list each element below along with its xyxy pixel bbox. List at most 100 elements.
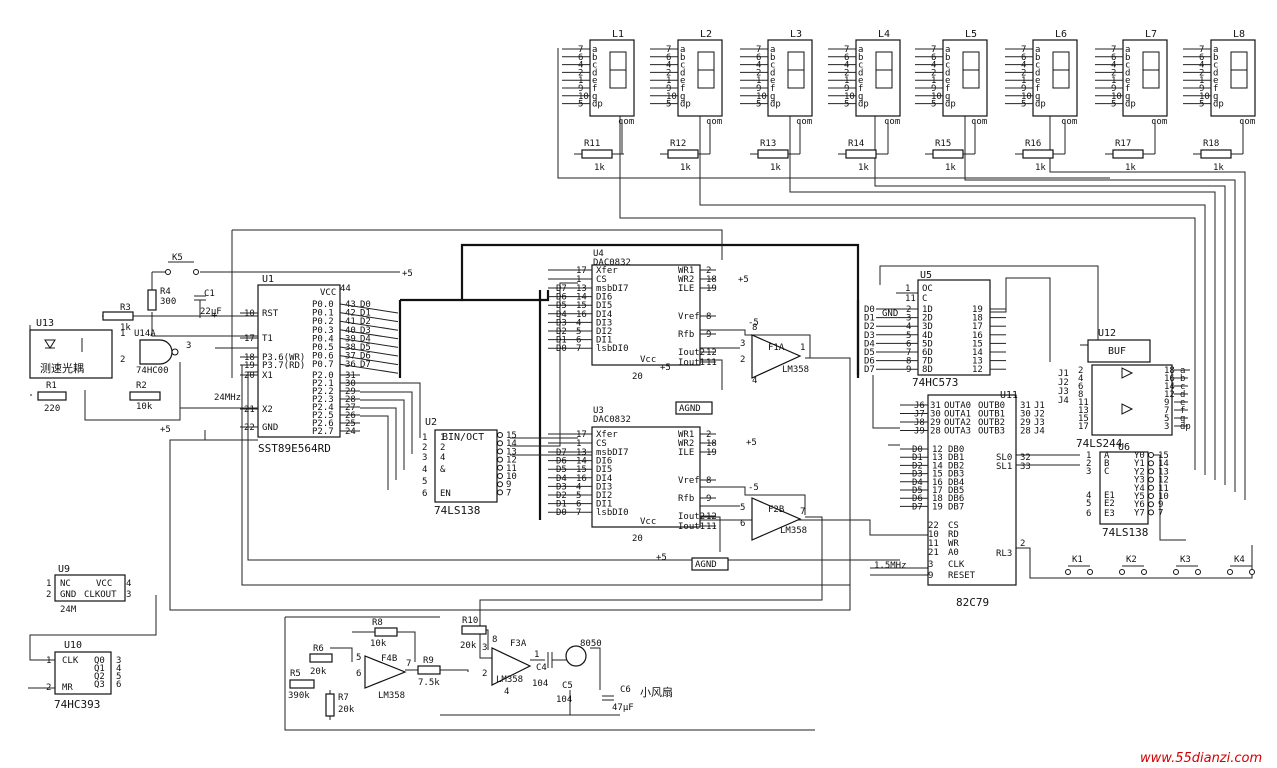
u12-part: 74LS244 — [1076, 437, 1123, 450]
f3a-pin2: 2 — [482, 669, 487, 679]
u12-in-pin: 17 — [1078, 422, 1089, 432]
u12-in-pin: 11 — [1078, 398, 1089, 408]
u1-vcc: VCC — [320, 288, 336, 298]
u1-p2-pin: 25 — [345, 419, 356, 429]
segment-pin-name: c — [1035, 61, 1040, 71]
dac-pin-name: Iout2 — [678, 348, 705, 358]
u6-in-name: E1 — [1104, 491, 1115, 501]
u1-p0-pin: 39 — [345, 334, 356, 344]
u11-ctrl-name: CS — [948, 521, 959, 531]
u5-out-pin: 19 — [972, 305, 983, 315]
u6-out-pin: 11 — [1158, 484, 1169, 494]
segment-pin-number: 7 — [1021, 45, 1026, 55]
u2-out-pin: 13 — [506, 447, 517, 457]
u11-db-name: DB3 — [948, 470, 964, 480]
u1-p0-name: P0.3 — [312, 326, 334, 336]
f3a-ref: F3A — [510, 639, 527, 649]
segment-pin-name: dp — [1213, 100, 1224, 110]
fan-label: 小风扇 — [640, 685, 673, 699]
dac-pin-number: 4 — [576, 318, 581, 328]
fan-driver: R8 10k R6 20k R5 390k R7 20k F4B LM358 5… — [288, 616, 673, 717]
segment-pin-name: g — [680, 92, 685, 102]
u1-p0-pin: 41 — [345, 317, 356, 327]
resistor-value: 1k — [1125, 163, 1136, 173]
u11-j-right: J2 — [1034, 410, 1045, 420]
jumper-label: J1 — [1058, 369, 1069, 379]
u10-part: 74HC393 — [54, 698, 100, 711]
u11-j-right: J3 — [1034, 418, 1045, 428]
u1-p2-name: P2.7 — [312, 427, 334, 437]
u1-p2-name: P2.5 — [312, 411, 334, 421]
u1-p0-name: P0.6 — [312, 352, 334, 362]
segment-pin-number: 1 — [666, 76, 671, 86]
display-common: com — [1061, 117, 1077, 127]
u1-p2-pin: 30 — [345, 379, 356, 389]
u2-out-pin: 11 — [506, 464, 517, 474]
u11-out-name: OUTA3 — [944, 427, 971, 437]
u6-in-pin: 5 — [1086, 499, 1091, 509]
dac-pin-number: 15 — [576, 465, 587, 475]
u1-vcc-pin: 44 — [340, 284, 351, 294]
u5-in-net: D5 — [864, 348, 875, 358]
dac-pin-name: DI4 — [596, 310, 612, 320]
dac-pin-name: WR2 — [678, 275, 694, 285]
k5-label: K5 — [172, 253, 183, 263]
u1-pin-name: X2 — [262, 405, 273, 415]
u11-clk-freq: 1.5MHz — [874, 561, 907, 571]
dac-pin-number: 4 — [576, 482, 581, 492]
u12-out-pin: 5 — [1164, 414, 1169, 424]
u1-pin-name: RST — [262, 309, 279, 319]
u1-p2-pin: 27 — [345, 403, 356, 413]
u10-out-pin: 3 — [116, 656, 121, 666]
c4-value: 104 — [532, 679, 548, 689]
u1-p2-name: P2.3 — [312, 395, 334, 405]
f1a-pin8: 8 — [752, 323, 757, 333]
dac-pin-name: WR1 — [678, 266, 694, 276]
dac-pin-name: ILE — [678, 284, 694, 294]
jumper-label: J3 — [1058, 387, 1069, 397]
reset-circuit: K5 R4 300 C1 22μF + +5 +5 — [147, 253, 413, 435]
u5-in-pin: 4 — [906, 322, 911, 332]
u2-in-pin: 6 — [422, 489, 427, 499]
resistor-ref: R11 — [584, 139, 600, 149]
dac-pin-name: Rfb — [678, 330, 694, 340]
dac-pin-name: DI6 — [596, 457, 612, 467]
u12-out-name: c — [1180, 382, 1185, 392]
segment-pin-name: c — [680, 61, 685, 71]
u12-out-pin: 18 — [1164, 366, 1175, 376]
r8-ref: R8 — [372, 618, 383, 628]
segment-pin-number: 4 — [844, 61, 849, 71]
f4b-ref: F4B — [381, 654, 397, 664]
segment-pin-name: g — [1035, 92, 1040, 102]
dac-opamps: F1A LM358 3 2 1 4 8 -5 +5 F2B LM358 5 6 … — [738, 275, 809, 541]
segment-pin-number: 9 — [1021, 84, 1026, 94]
f3a-pin4: 4 — [504, 687, 509, 697]
u6-out-name: Y0 — [1134, 451, 1145, 461]
u12-out-pin: 3 — [1164, 422, 1169, 432]
segment-pin-name: b — [945, 53, 950, 63]
plus5-dac: +5 — [738, 275, 749, 285]
f1a-pin1: 1 — [800, 343, 805, 353]
f2b-part: LM358 — [780, 526, 807, 536]
u1-p2-pin: 24 — [345, 427, 356, 437]
u5-in-name: 1D — [922, 305, 933, 315]
key-k2: K2 — [1119, 555, 1147, 575]
display-ref: L7 — [1145, 29, 1157, 40]
u11-ctrl-pin: 22 — [928, 521, 939, 531]
segment-pin-name: dp — [945, 100, 956, 110]
u6-in-name: C — [1104, 467, 1109, 477]
u1-p0-net: D2 — [360, 317, 371, 327]
segment-pin-name: g — [770, 92, 775, 102]
segment-pin-number: 6 — [1199, 53, 1204, 63]
segment-pin-number: 2 — [844, 68, 849, 78]
u5-gnd: GND — [882, 309, 898, 319]
plus5-dac2: +5 — [746, 438, 757, 448]
segment-pin-name: dp — [770, 100, 781, 110]
u11-db-pin: 19 — [932, 502, 943, 512]
segment-pin-number: 4 — [666, 61, 671, 71]
u9-ref: U9 — [58, 564, 70, 575]
dac-pin-name: DI5 — [596, 301, 612, 311]
u5-oe-pin: 1 — [905, 284, 910, 294]
